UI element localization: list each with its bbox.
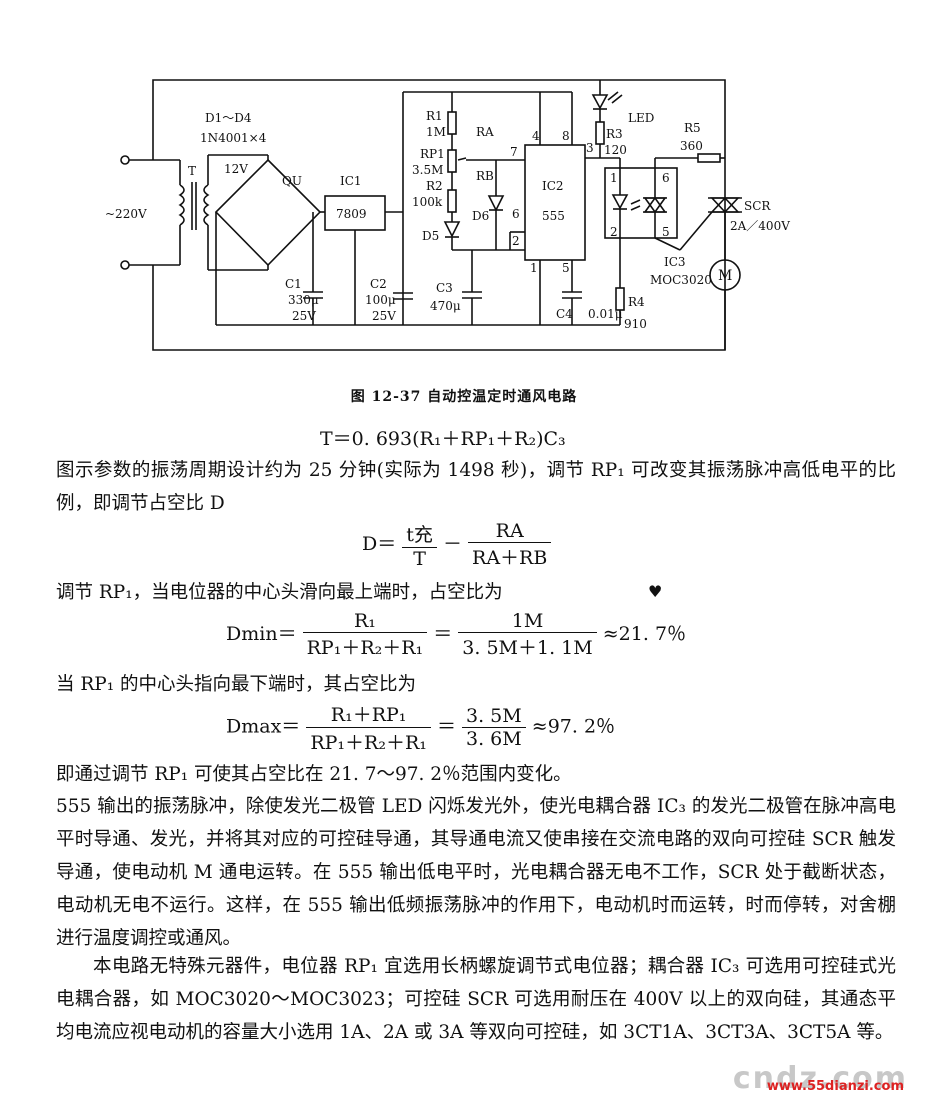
scr-name: SCR	[744, 199, 771, 213]
rp1-value: 3.5M	[412, 163, 443, 177]
c4-value: 0.01μ	[588, 307, 623, 321]
ra-label: RA	[476, 125, 494, 139]
d5-label: D5	[422, 229, 439, 243]
led-label: LED	[628, 111, 654, 125]
pin-3: 3	[586, 141, 594, 155]
secondary-voltage: 12V	[224, 162, 248, 176]
r4-value: 910	[624, 317, 647, 331]
paragraph-6: 本电路无特殊元器件，电位器 RP₁ 宜选用长柄螺旋调节式电位器；耦合器 IC₃ …	[56, 956, 896, 1043]
formula-period: T＝0. 693(R₁＋RP₁＋R₂)C₃	[320, 428, 566, 450]
r4-name: R4	[628, 295, 645, 309]
bridge-label: QU	[282, 174, 302, 188]
r5-name: R5	[684, 121, 701, 135]
r5-value: 360	[680, 139, 703, 153]
figure-caption: 图 12-37 自动控温定时通风电路	[350, 389, 578, 405]
pin-5: 5	[562, 261, 570, 275]
transformer-label: T	[188, 164, 196, 178]
c1-rating: 25V	[292, 309, 316, 323]
ic3-part: MOC3020	[650, 273, 712, 287]
paragraph-5: 555 输出的振荡脉冲，除使发光二极管 LED 闪烁发光外，使光电耦合器 IC₃…	[56, 796, 897, 949]
c3-value: 470μ	[430, 299, 461, 313]
r1-value: 1M	[426, 125, 446, 139]
paragraph-3: 当 RP₁ 的中心头指向最下端时，其占空比为	[56, 674, 417, 695]
ic2-part: 555	[542, 209, 565, 223]
r1-name: R1	[426, 109, 443, 123]
paragraph-2: 调节 RP₁，当电位器的中心头滑向最上端时，占空比为	[56, 582, 503, 603]
ic3-name: IC3	[664, 255, 686, 269]
watermark: cndz.com www.55dianzi.com	[733, 1061, 908, 1096]
c2-name: C2	[370, 277, 387, 291]
r3-value: 120	[604, 143, 627, 157]
diodes-label: D1～D4	[205, 111, 252, 125]
pin-1: 1	[530, 261, 538, 275]
pin-2: 2	[512, 234, 520, 248]
r2-name: R2	[426, 179, 443, 193]
diodes-part: 1N4001×4	[200, 131, 267, 145]
regulator-part: 7809	[336, 207, 367, 221]
pin-8: 8	[562, 129, 570, 143]
ic2-name: IC2	[542, 179, 564, 193]
c2-value: 100μ	[365, 293, 396, 307]
ic3-pin-5: 5	[662, 225, 670, 239]
ic3-pin-1: 1	[610, 171, 618, 185]
scr-rating: 2A／400V	[730, 219, 790, 233]
paragraph-1: 图示参数的振荡周期设计约为 25 分钟(实际为 1498 秒)，调节 RP₁ 可…	[56, 460, 896, 514]
pin-4: 4	[532, 129, 540, 143]
regulator-name: IC1	[340, 174, 362, 188]
c1-value: 330μ	[288, 293, 319, 307]
r3-name: R3	[606, 127, 623, 141]
rp1-name: RP1	[420, 147, 445, 161]
c4-name: C4	[556, 307, 573, 321]
circuit-schematic: ~220V T D1～D4 1N4001×4 12V QU IC1 7809 C…	[105, 79, 790, 351]
pin-7: 7	[510, 145, 518, 159]
input-voltage-label: ~220V	[105, 207, 147, 221]
heart-mark: ♥	[648, 582, 663, 601]
ic3-pin-6: 6	[662, 171, 670, 185]
c1-name: C1	[285, 277, 302, 291]
ic3-pin-2: 2	[610, 225, 618, 239]
rb-label: RB	[476, 169, 494, 183]
d6-label: D6	[472, 209, 489, 223]
pin-6: 6	[512, 207, 520, 221]
watermark-url: www.55dianzi.com	[766, 1079, 904, 1094]
paragraph-4: 即通过调节 RP₁ 可使其占空比在 21. 7～97. 2％范围内变化。	[56, 764, 572, 785]
r2-value: 100k	[412, 195, 443, 209]
motor-label: M	[718, 268, 732, 284]
c2-rating: 25V	[372, 309, 396, 323]
c3-name: C3	[436, 281, 453, 295]
watermark-logo: cndz.com	[732, 1061, 908, 1096]
